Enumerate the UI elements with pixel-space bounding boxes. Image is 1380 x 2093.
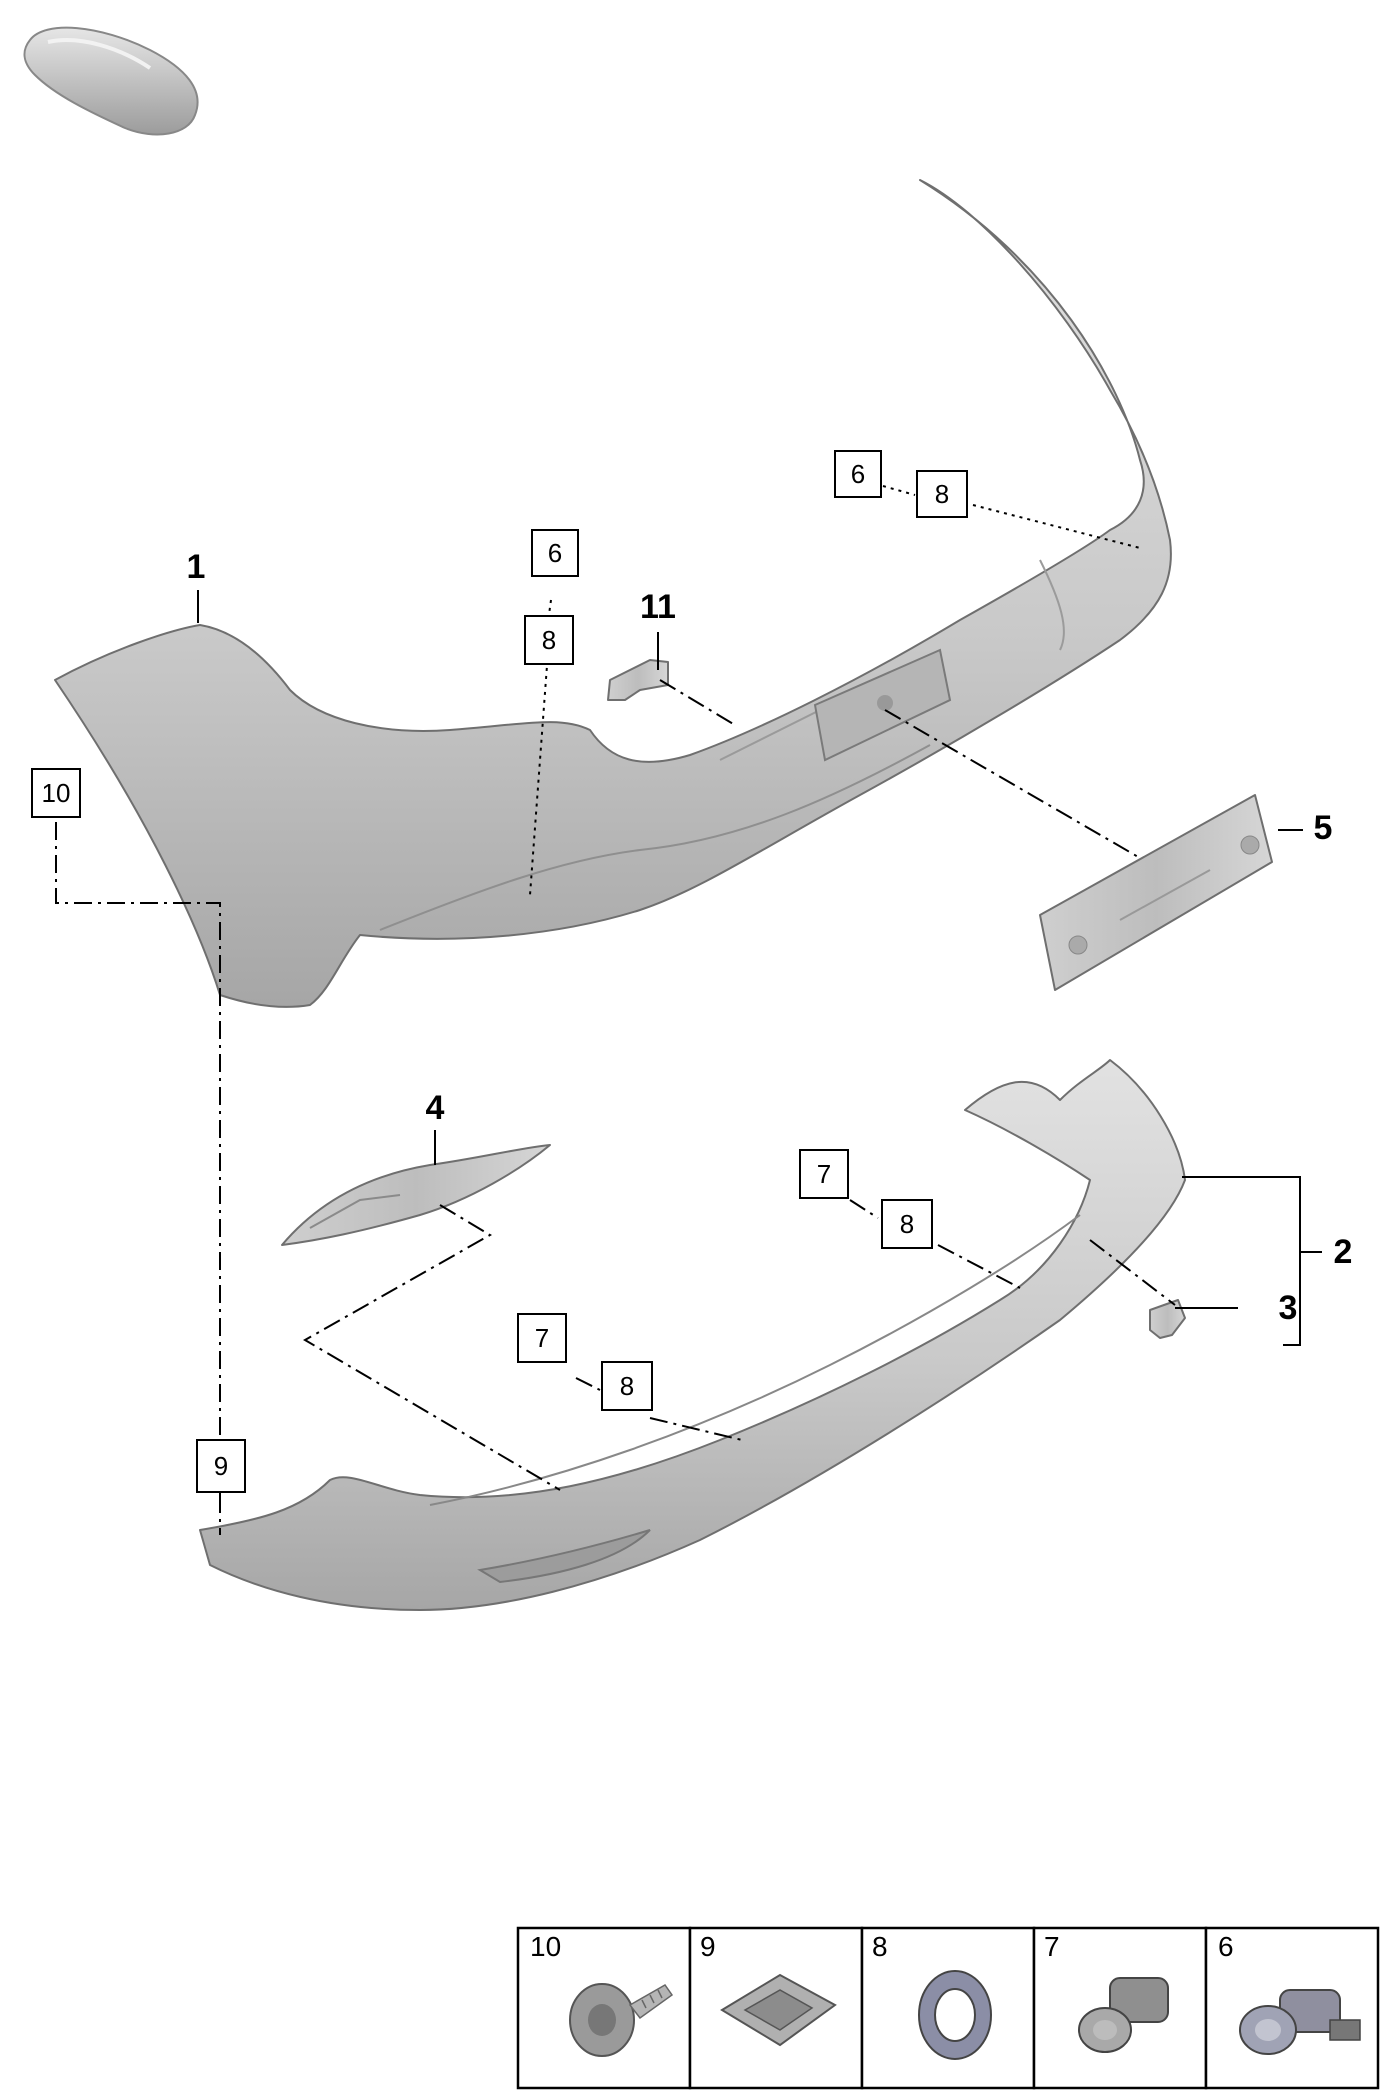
part-label-3: 3 xyxy=(1279,1289,1298,1327)
callout-8-left: 8 xyxy=(601,1361,653,1411)
part-label-5: 5 xyxy=(1314,809,1333,847)
callout-7-right: 7 xyxy=(799,1149,849,1199)
svg-text:6: 6 xyxy=(1218,1931,1234,1962)
svg-text:9: 9 xyxy=(700,1931,716,1962)
bracket-part-3 xyxy=(1149,1299,1186,1339)
svg-text:7: 7 xyxy=(535,1323,549,1353)
callout-8-center: 8 xyxy=(524,615,574,665)
boxed-callouts: 6 8 6 8 10 7 8 7 xyxy=(31,450,968,1493)
svg-text:8: 8 xyxy=(900,1209,914,1239)
part-label-11: 11 xyxy=(640,588,676,626)
bracket-part-11 xyxy=(607,659,669,701)
clip-icon xyxy=(720,1973,837,2047)
svg-text:8: 8 xyxy=(935,479,949,509)
part-label-4: 4 xyxy=(426,1089,445,1127)
svg-text:7: 7 xyxy=(817,1159,831,1189)
svg-text:6: 6 xyxy=(851,459,865,489)
parking-sensor-icon xyxy=(1239,1989,1361,2055)
callout-7-left: 7 xyxy=(517,1313,567,1363)
legend-item-9: 9 xyxy=(700,1931,837,2047)
svg-text:8: 8 xyxy=(542,625,556,655)
part-label-1: 1 xyxy=(187,548,206,586)
callout-8-right: 8 xyxy=(881,1199,933,1249)
sensor-ring-icon xyxy=(918,1970,992,2060)
legend-item-7: 7 xyxy=(1044,1931,1169,2053)
part-labels: 1 2 3 4 5 11 xyxy=(187,548,1353,1327)
license-plate-holder xyxy=(1039,794,1273,991)
lower-diffuser xyxy=(199,1059,1186,1611)
callout-8-upper-right: 8 xyxy=(916,470,968,518)
svg-text:7: 7 xyxy=(1044,1931,1060,1962)
legend-item-8: 8 xyxy=(872,1931,992,2060)
legend-item-6: 6 xyxy=(1218,1931,1361,2055)
fastener-legend: 10 9 8 7 xyxy=(516,1926,1380,2090)
callout-6-upper-right: 6 xyxy=(834,450,882,498)
callout-10: 10 xyxy=(31,768,81,818)
svg-text:10: 10 xyxy=(530,1931,561,1962)
svg-text:6: 6 xyxy=(548,538,562,568)
svg-text:9: 9 xyxy=(214,1451,228,1481)
vehicle-thumbnail-icon xyxy=(23,26,199,136)
part-label-2: 2 xyxy=(1334,1233,1353,1271)
parking-sensor-icon xyxy=(1078,1977,1169,2053)
callout-6-center: 6 xyxy=(531,529,579,577)
svg-text:10: 10 xyxy=(42,778,71,808)
svg-text:8: 8 xyxy=(872,1931,888,1962)
screw-fastener-icon xyxy=(569,1983,674,2057)
leader-lines xyxy=(55,485,1322,1535)
trim-insert-part-4 xyxy=(281,1144,551,1246)
rear-bumper-cover xyxy=(54,179,1172,1008)
callout-9: 9 xyxy=(196,1439,246,1493)
svg-text:8: 8 xyxy=(620,1371,634,1401)
legend-item-10: 10 xyxy=(530,1931,674,2057)
